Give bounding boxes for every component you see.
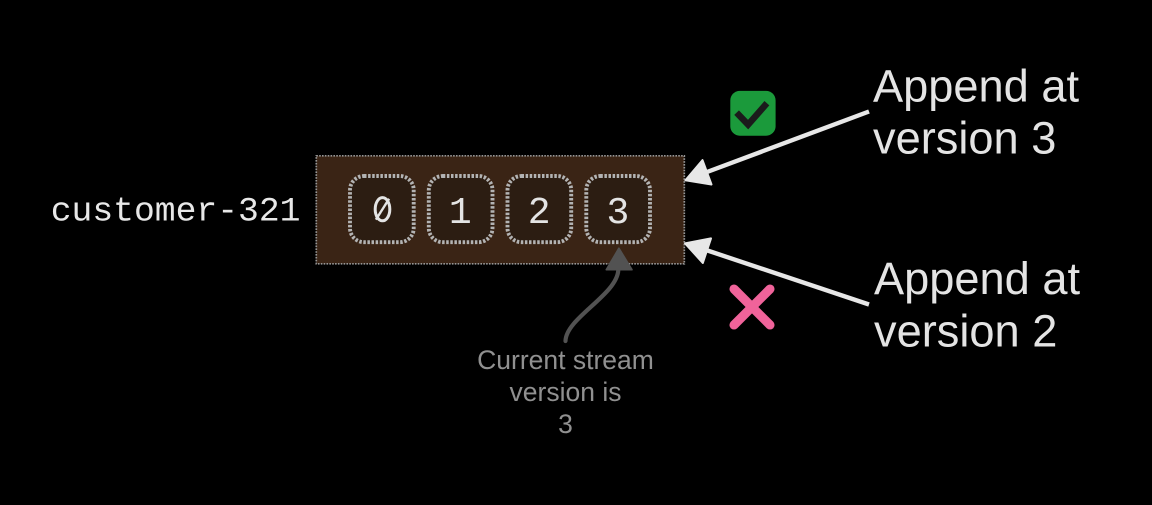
svg-text:customer-321: customer-321 (51, 193, 301, 232)
svg-text:version is: version is (510, 377, 622, 407)
svg-text:1: 1 (449, 192, 472, 235)
svg-text:3: 3 (558, 409, 573, 439)
svg-text:3: 3 (606, 192, 629, 235)
svg-text:Current stream: Current stream (477, 345, 654, 375)
svg-text:Append at: Append at (874, 253, 1080, 304)
svg-text:version 2: version 2 (874, 306, 1057, 357)
svg-text:2: 2 (528, 192, 551, 235)
svg-text:version 3: version 3 (873, 113, 1056, 164)
svg-text:Append at: Append at (873, 61, 1079, 112)
